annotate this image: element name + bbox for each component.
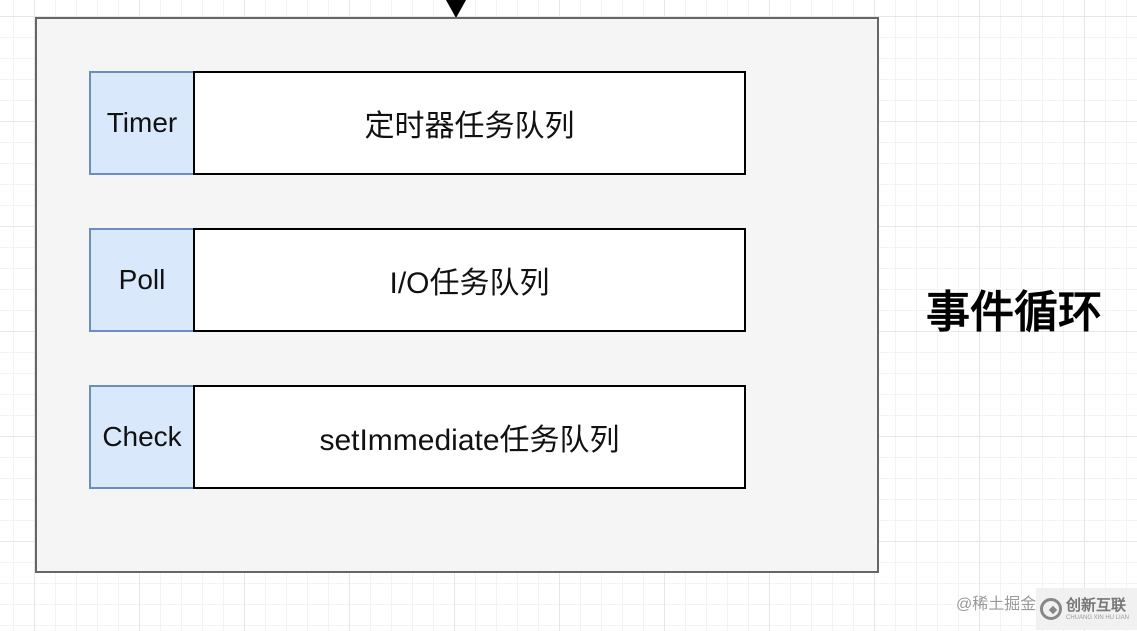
phase-label-poll: Poll (89, 228, 193, 332)
logo-subtext: CHUANG XIN HU LIAN (1066, 614, 1130, 621)
queue-box-timer: 定时器任务队列 (193, 71, 746, 175)
phase-row-check: Check setImmediate任务队列 (89, 385, 746, 489)
watermark-logo: 创新互联 CHUANG XIN HU LIAN (1036, 588, 1137, 630)
logo-text: 创新互联 (1066, 596, 1127, 614)
event-loop-container: Timer 定时器任务队列 Poll I/O任务队列 Check setImme… (35, 17, 879, 573)
queue-box-poll: I/O任务队列 (193, 228, 746, 332)
phase-row-timer: Timer 定时器任务队列 (89, 71, 746, 175)
watermark-text: @稀土掘金 (956, 596, 1037, 613)
incoming-arrow-head (446, 0, 466, 18)
phase-label-timer: Timer (89, 71, 193, 175)
brand-logo-icon (1040, 598, 1062, 620)
logo-text-group: 创新互联 CHUANG XIN HU LIAN (1066, 598, 1129, 621)
phase-row-poll: Poll I/O任务队列 (89, 228, 746, 332)
phase-label-check: Check (89, 385, 193, 489)
event-loop-title: 事件循环 (926, 287, 1102, 338)
queue-box-check: setImmediate任务队列 (193, 385, 746, 489)
